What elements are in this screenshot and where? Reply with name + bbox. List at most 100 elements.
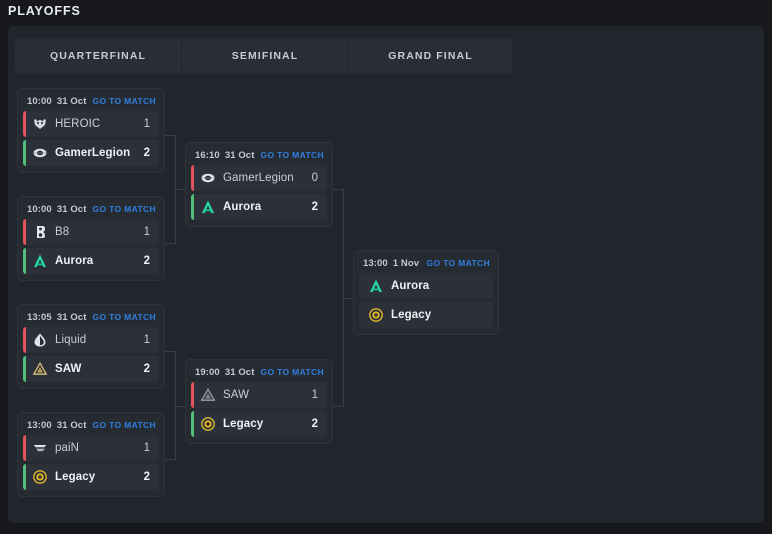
result-accent-bar bbox=[23, 140, 26, 166]
team-row[interactable]: Liquid 1 bbox=[23, 327, 159, 353]
team-row[interactable]: Aurora 2 bbox=[191, 194, 327, 220]
team-row[interactable]: GamerLegion 2 bbox=[23, 140, 159, 166]
match-header: 19:00 31 Oct GO TO MATCH bbox=[191, 365, 327, 379]
match-date: 31 Oct bbox=[56, 95, 87, 107]
saw-logo bbox=[200, 387, 216, 403]
go-to-match-link[interactable]: GO TO MATCH bbox=[92, 312, 156, 322]
connector-sf1-stub bbox=[332, 189, 344, 190]
result-accent-bar bbox=[23, 464, 26, 490]
heroic-logo bbox=[32, 116, 48, 132]
team-row[interactable]: paiN 1 bbox=[23, 435, 159, 461]
connector-qf3-stub bbox=[164, 351, 176, 352]
team-score: 2 bbox=[311, 201, 318, 213]
aurora-logo bbox=[368, 278, 384, 294]
team-score: 2 bbox=[143, 147, 150, 159]
go-to-match-link[interactable]: GO TO MATCH bbox=[426, 258, 490, 268]
match-card-qf2[interactable]: 10:00 31 Oct GO TO MATCH B8 1 Aurora 2 bbox=[17, 196, 165, 281]
connector-qf4-stub bbox=[164, 459, 176, 460]
team-row[interactable]: Legacy 2 bbox=[191, 411, 327, 437]
go-to-match-link[interactable]: GO TO MATCH bbox=[260, 150, 324, 160]
match-date: 31 Oct bbox=[56, 419, 87, 431]
team-row[interactable]: Aurora bbox=[359, 273, 493, 299]
gamerlegion-logo bbox=[32, 145, 48, 161]
result-accent-bar bbox=[23, 219, 26, 245]
go-to-match-link[interactable]: GO TO MATCH bbox=[92, 204, 156, 214]
match-card-grand-final[interactable]: 13:00 1 Nov GO TO MATCH Aurora Legacy bbox=[353, 250, 499, 335]
go-to-match-link[interactable]: GO TO MATCH bbox=[260, 367, 324, 377]
match-time: 13:00 bbox=[27, 419, 52, 431]
result-accent-bar bbox=[23, 111, 26, 137]
team-score: 1 bbox=[143, 442, 150, 454]
match-time: 19:00 bbox=[195, 366, 220, 378]
result-accent-bar bbox=[23, 248, 26, 274]
tab-quarterfinal[interactable]: QUARTERFINAL bbox=[15, 38, 181, 74]
liquid-logo bbox=[32, 332, 48, 348]
match-date: 31 Oct bbox=[56, 203, 87, 215]
team-name: GamerLegion bbox=[55, 147, 131, 159]
go-to-match-link[interactable]: GO TO MATCH bbox=[92, 96, 156, 106]
tab-quarterfinal-label: QUARTERFINAL bbox=[49, 50, 147, 62]
team-name: Aurora bbox=[223, 201, 262, 213]
match-date: 1 Nov bbox=[392, 257, 420, 269]
team-score: 1 bbox=[311, 389, 318, 401]
tab-semifinal[interactable]: SEMIFINAL bbox=[182, 38, 348, 74]
bracket: 10:00 31 Oct GO TO MATCH HEROIC 1 GamerL… bbox=[8, 26, 764, 523]
team-name: GamerLegion bbox=[223, 172, 294, 184]
result-accent-bar bbox=[191, 382, 194, 408]
tab-semifinal-label: SEMIFINAL bbox=[231, 50, 299, 62]
result-accent-bar bbox=[191, 194, 194, 220]
team-name: HEROIC bbox=[55, 118, 101, 130]
team-name: Aurora bbox=[55, 255, 94, 267]
match-card-sf2[interactable]: 19:00 31 Oct GO TO MATCH SAW 1 Legacy 2 bbox=[185, 359, 333, 444]
result-accent-bar bbox=[23, 327, 26, 353]
match-header: 13:00 1 Nov GO TO MATCH bbox=[359, 256, 493, 270]
match-date: 31 Oct bbox=[224, 366, 255, 378]
team-name: Liquid bbox=[55, 334, 87, 346]
team-name: Aurora bbox=[391, 280, 430, 292]
match-card-sf1[interactable]: 16:10 31 Oct GO TO MATCH GamerLegion 0 A… bbox=[185, 142, 333, 227]
match-time: 16:10 bbox=[195, 149, 220, 161]
match-time: 13:05 bbox=[27, 311, 52, 323]
team-row[interactable]: B8 1 bbox=[23, 219, 159, 245]
match-card-qf4[interactable]: 13:00 31 Oct GO TO MATCH paiN 1 Legacy 2 bbox=[17, 412, 165, 497]
connector-qf34-vertical bbox=[175, 351, 176, 460]
team-row[interactable]: GamerLegion 0 bbox=[191, 165, 327, 191]
match-time: 10:00 bbox=[27, 203, 52, 215]
match-card-qf3[interactable]: 13:05 31 Oct GO TO MATCH Liquid 1 SAW 2 bbox=[17, 304, 165, 389]
result-accent-bar bbox=[359, 302, 362, 328]
match-header: 13:05 31 Oct GO TO MATCH bbox=[23, 310, 159, 324]
team-score: 2 bbox=[311, 418, 318, 430]
team-row[interactable]: SAW 2 bbox=[23, 356, 159, 382]
match-date: 31 Oct bbox=[56, 311, 87, 323]
team-row[interactable]: HEROIC 1 bbox=[23, 111, 159, 137]
team-score: 2 bbox=[143, 471, 150, 483]
match-card-qf1[interactable]: 10:00 31 Oct GO TO MATCH HEROIC 1 GamerL… bbox=[17, 88, 165, 173]
connector-qf2-stub bbox=[164, 243, 176, 244]
round-tabs: QUARTERFINAL SEMIFINAL GRAND FINAL bbox=[15, 38, 513, 74]
connector-qf1-stub bbox=[164, 135, 176, 136]
connector-sf12-vertical bbox=[343, 189, 344, 407]
saw-logo bbox=[32, 361, 48, 377]
playoffs-panel: QUARTERFINAL SEMIFINAL GRAND FINAL bbox=[8, 26, 764, 523]
b8-logo bbox=[32, 224, 48, 240]
result-accent-bar bbox=[23, 356, 26, 382]
team-row[interactable]: Legacy bbox=[359, 302, 493, 328]
team-name: Legacy bbox=[55, 471, 96, 483]
team-name: Legacy bbox=[223, 418, 264, 430]
team-name: Legacy bbox=[391, 309, 432, 321]
team-score: 2 bbox=[143, 255, 150, 267]
match-header: 10:00 31 Oct GO TO MATCH bbox=[23, 94, 159, 108]
legacy-logo bbox=[32, 469, 48, 485]
team-row[interactable]: SAW 1 bbox=[191, 382, 327, 408]
tab-grand-final[interactable]: GRAND FINAL bbox=[349, 38, 512, 74]
match-header: 16:10 31 Oct GO TO MATCH bbox=[191, 148, 327, 162]
result-accent-bar bbox=[359, 273, 362, 299]
team-score: 1 bbox=[143, 118, 150, 130]
legacy-logo bbox=[368, 307, 384, 323]
team-score: 2 bbox=[143, 363, 150, 375]
team-row[interactable]: Legacy 2 bbox=[23, 464, 159, 490]
team-name: SAW bbox=[223, 389, 250, 401]
team-score: 0 bbox=[311, 172, 318, 184]
go-to-match-link[interactable]: GO TO MATCH bbox=[92, 420, 156, 430]
team-row[interactable]: Aurora 2 bbox=[23, 248, 159, 274]
